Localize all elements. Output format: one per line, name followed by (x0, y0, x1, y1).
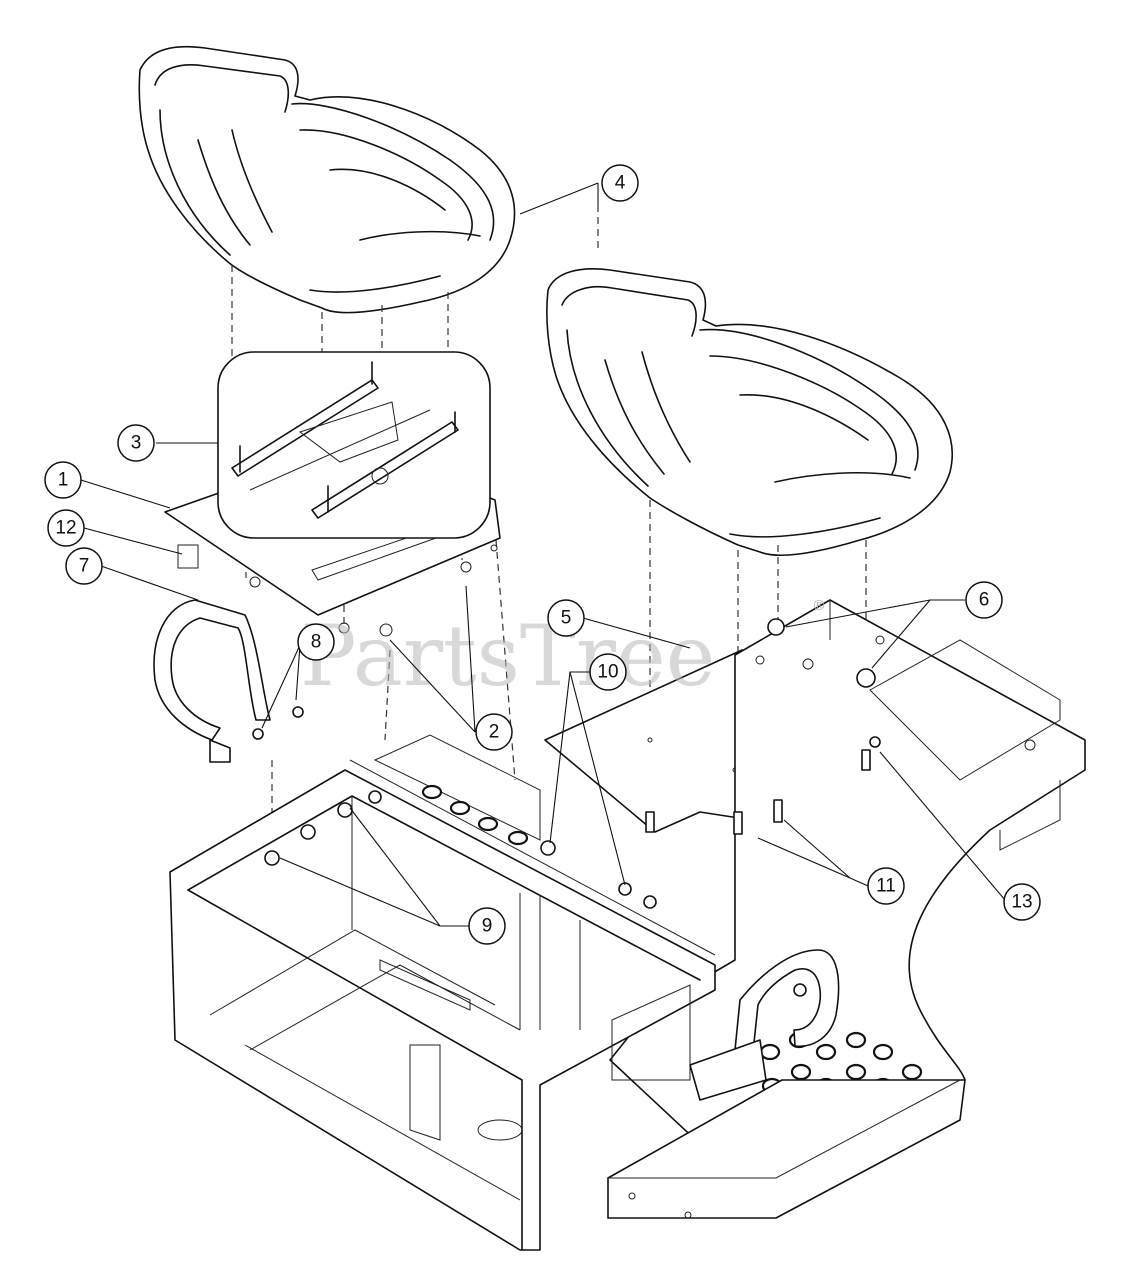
watermark-text: PartsTree (300, 607, 715, 705)
callout-4: 4 (601, 164, 639, 202)
callout-7: 7 (65, 547, 103, 585)
main-frame-box (169, 734, 716, 1251)
left-seat (138, 45, 516, 314)
watermark-registered-symbol: ® (812, 598, 826, 614)
callout-10: 10 (589, 653, 627, 691)
callout-1: 1 (44, 461, 82, 499)
callout-label: 1 (58, 470, 69, 491)
callout-13: 13 (1003, 883, 1041, 921)
hardware (252, 618, 881, 997)
callout-label: 6 (979, 590, 990, 611)
callout-label: 13 (1011, 892, 1032, 913)
callout-label: 2 (489, 722, 500, 743)
callouts: 1 2 3 4 5 6 7 8 (44, 164, 1041, 945)
callout-5: 5 (547, 599, 585, 637)
callout-label: 9 (482, 916, 493, 937)
callout-label: 8 (311, 632, 322, 653)
callout-6: 6 (965, 581, 1003, 619)
callout-9: 9 (468, 907, 506, 945)
slide-rail-detail (217, 351, 491, 539)
callout-label: 5 (561, 608, 572, 629)
grab-handles (153, 599, 840, 1101)
callout-12: 12 (47, 509, 85, 547)
right-frame (607, 599, 1086, 1219)
callout-2: 2 (475, 713, 513, 751)
callout-label: 10 (597, 662, 618, 683)
callout-label: 11 (876, 876, 896, 897)
right-seat (546, 268, 953, 557)
callout-11: 11 (867, 867, 905, 905)
leader-lines (80, 182, 1006, 927)
callout-label: 12 (55, 518, 76, 539)
callout-label: 7 (79, 556, 90, 577)
callout-label: 4 (615, 173, 626, 194)
watermark: PartsTree ® (300, 598, 826, 705)
callout-8: 8 (297, 623, 335, 661)
callout-3: 3 (117, 424, 155, 462)
callout-label: 3 (131, 433, 142, 454)
